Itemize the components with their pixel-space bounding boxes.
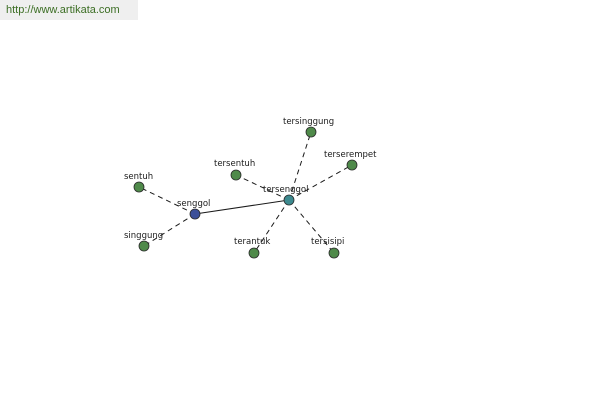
edge-senggol-tersenggol — [194, 199, 290, 215]
node-terantuk[interactable] — [248, 247, 260, 259]
node-label-tersentuh: tersentuh — [214, 159, 255, 169]
edge-senggol-singgung — [143, 213, 196, 247]
edge-tersenggol-tersisipi — [288, 199, 335, 254]
node-senggol[interactable] — [189, 208, 201, 220]
node-singgung[interactable] — [138, 240, 150, 252]
url-link[interactable]: http://www.artikata.com — [6, 4, 120, 16]
node-tersentuh[interactable] — [230, 169, 242, 181]
node-tersenggol[interactable] — [283, 194, 295, 206]
edge-senggol-sentuh — [138, 186, 196, 215]
nodes-layer — [133, 126, 358, 259]
node-label-terserempet: terserempet — [324, 150, 377, 160]
edge-tersenggol-terantuk — [253, 199, 290, 254]
node-label-tersisipi: tersisipi — [311, 237, 344, 247]
node-label-senggol: senggol — [177, 199, 210, 209]
url-banner: http://www.artikata.com — [0, 0, 138, 20]
edge-tersenggol-terserempet — [288, 164, 353, 201]
node-terserempet[interactable] — [346, 159, 358, 171]
node-tersinggung[interactable] — [305, 126, 317, 138]
edge-tersenggol-tersentuh — [235, 174, 290, 201]
node-label-tersenggol: tersenggol — [263, 185, 308, 195]
edge-tersenggol-tersinggung — [288, 131, 312, 201]
node-tersisipi[interactable] — [328, 247, 340, 259]
node-label-sentuh: sentuh — [124, 172, 153, 182]
labels-layer: senggol tersenggol sentuh singgung tersentuh… — [124, 117, 377, 247]
node-label-tersinggung: tersinggung — [283, 117, 334, 127]
node-label-singgung: singgung — [124, 231, 163, 241]
edges-layer — [138, 131, 353, 254]
node-label-terantuk: terantuk — [234, 237, 270, 247]
node-sentuh[interactable] — [133, 181, 145, 193]
